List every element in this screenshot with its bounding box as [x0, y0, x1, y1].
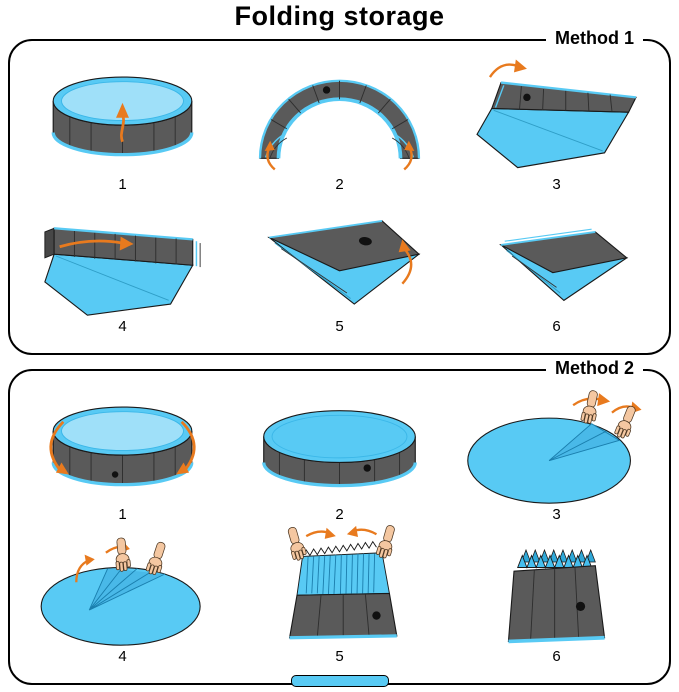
- fold-arrow-icon: [488, 63, 519, 78]
- m2-step1-pool-illustration: [49, 406, 196, 487]
- step-number: 1: [118, 176, 127, 193]
- step-number: 5: [335, 318, 344, 335]
- step-number: 3: [552, 176, 561, 193]
- m2-step6-bundle-illustration: [507, 548, 606, 644]
- roll-arrow-icon: [59, 239, 123, 249]
- m1-step5-cell: 5: [231, 195, 448, 335]
- method-2-label: Method 2: [546, 358, 643, 379]
- m1-step4-fold-illustration: [44, 227, 201, 316]
- m2-step2-disk-illustration: [262, 410, 417, 488]
- m1-step1-pool-illustration: [51, 76, 194, 157]
- m1-step6-compact-illustration: [499, 228, 629, 302]
- m2-step4-fanfold-illustration: [40, 537, 201, 646]
- m1-step2-halffold-illustration: [258, 79, 421, 171]
- m2-step3-fanfold-illustration: [467, 390, 642, 504]
- m1-step2-cell: 2: [231, 53, 448, 193]
- step-number: 2: [335, 506, 344, 523]
- m2-step5-cell: 5: [231, 525, 448, 665]
- fold-arrow-icon: [401, 247, 413, 285]
- hand-icon: [375, 525, 395, 559]
- method-2-steps-grid: 1 2: [10, 371, 669, 665]
- step-number: 6: [552, 648, 561, 665]
- m1-step4-cell: 4: [14, 195, 231, 335]
- fold-up-arrowhead-icon: [116, 102, 129, 118]
- drain-hole: [358, 236, 372, 246]
- drain-hole: [372, 611, 381, 620]
- method-1-label: Method 1: [546, 28, 643, 49]
- method-1-panel: Method 1 1: [8, 28, 671, 355]
- method-2-panel: Method 2 1: [8, 358, 671, 687]
- step-number: 3: [552, 506, 561, 523]
- step-number: 6: [552, 318, 561, 335]
- m1-step5-stack-illustration: [267, 219, 421, 305]
- hand-icon: [580, 390, 598, 424]
- hand-icon: [287, 526, 307, 561]
- cropped-bottom-element: [290, 675, 389, 687]
- m2-step3-cell: 3: [448, 383, 665, 523]
- m2-step1-cell: 1: [14, 383, 231, 523]
- drain-hole: [523, 93, 531, 102]
- m2-step2-cell: 2: [231, 383, 448, 523]
- m2-step6-cell: 6: [448, 525, 665, 665]
- m2-step5-accordion-illustration: [287, 525, 398, 640]
- drain-hole: [363, 464, 371, 472]
- step-number: 4: [118, 318, 127, 335]
- m1-step1-cell: 1: [14, 53, 231, 193]
- drain-hole: [322, 86, 331, 94]
- hand-icon: [145, 541, 166, 575]
- m1-step6-cell: 6: [448, 195, 665, 335]
- m1-step3-quarterfold-illustration: [476, 59, 637, 169]
- step-number: 2: [335, 176, 344, 193]
- step-number: 5: [335, 648, 344, 665]
- fold-down-arrow-left-icon: [49, 420, 65, 473]
- method-1-steps-grid: 1 2: [10, 41, 669, 335]
- page-title: Folding storage: [234, 1, 445, 31]
- step-number: 1: [118, 506, 127, 523]
- drain-hole: [111, 471, 119, 478]
- fold-down-arrow-right-icon: [180, 420, 196, 473]
- step-number: 4: [118, 648, 127, 665]
- drain-hole: [575, 601, 586, 611]
- m2-step4-cell: 4: [14, 525, 231, 665]
- m1-step3-cell: 3: [448, 53, 665, 193]
- hand-icon: [115, 537, 131, 572]
- hand-icon: [614, 405, 636, 439]
